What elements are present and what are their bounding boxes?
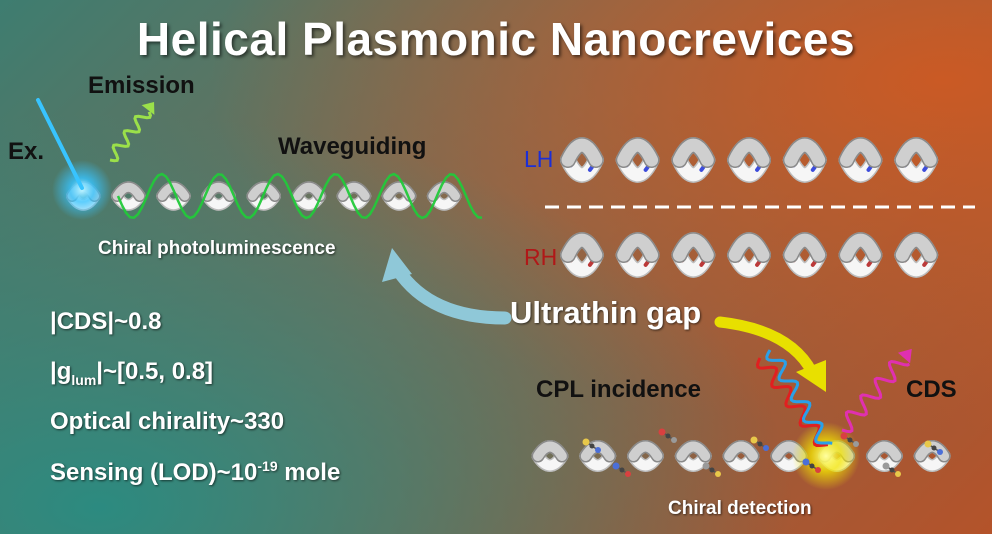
molecule-atom — [802, 458, 810, 466]
ultrathin-gap-arrow — [391, 263, 512, 325]
pl-strand — [157, 182, 190, 201]
molecule-atom — [931, 445, 937, 451]
molecule-atom — [750, 436, 758, 444]
lh-strand — [840, 138, 881, 167]
chiral-detection-label: Chiral detection — [668, 498, 812, 519]
ultrathin-gap-label: Ultrathin gap — [510, 295, 702, 330]
cds-arrowhead — [897, 348, 912, 364]
emission-label: Emission — [88, 72, 195, 99]
lh-strand — [895, 138, 937, 167]
det-strand — [676, 441, 711, 461]
det-strand — [580, 441, 615, 461]
det-strand — [628, 441, 663, 461]
lh-label: LH — [524, 146, 554, 172]
detection-arrow — [714, 316, 818, 378]
cpl-red-wave — [755, 357, 829, 448]
stat-sensing: Sensing (LOD)~10-19 mole — [50, 458, 341, 486]
molecule-atom — [847, 437, 853, 443]
molecule-atom — [889, 467, 895, 473]
molecule-atom — [582, 438, 590, 446]
lh-strand — [784, 138, 826, 167]
det-strand — [724, 441, 758, 461]
molecule-atom — [589, 443, 595, 449]
excitation-label: Ex. — [8, 138, 45, 165]
waveguide-helix — [66, 172, 483, 220]
molecule-atom — [937, 449, 943, 455]
molecule-atom — [757, 441, 763, 447]
stat-glum: |glum|~[0.5, 0.8] — [50, 358, 214, 388]
pl-strand — [428, 182, 460, 201]
rh-label: RH — [524, 244, 558, 270]
pl-strand — [247, 182, 280, 201]
molecule-atom — [658, 428, 666, 436]
rh-strand — [728, 233, 770, 262]
pl-strand — [338, 182, 370, 201]
molecule-atom — [853, 441, 859, 447]
molecule-atom — [625, 471, 631, 477]
molecule-atom — [924, 440, 932, 448]
det-strand — [533, 441, 567, 461]
ultrathin-gap-arrowhead — [382, 248, 412, 282]
molecule-atom — [665, 433, 671, 439]
pl-strand — [202, 182, 235, 201]
lh-strand — [561, 138, 603, 167]
waveguiding-label: Waveguiding — [278, 133, 427, 160]
molecule-atom — [671, 437, 677, 443]
chiral-molecules — [582, 428, 943, 477]
lh-strand — [728, 138, 770, 167]
lh-strand — [672, 138, 714, 167]
molecule-atom — [715, 471, 721, 477]
molecule-atom — [840, 432, 848, 440]
pl-strand — [383, 182, 415, 201]
molecule-atom — [709, 467, 715, 473]
stat-optical-chirality: Optical chirality~330 — [50, 408, 285, 435]
rh-strand — [617, 233, 659, 262]
excitation-beam — [36, 98, 84, 190]
pl-strand — [293, 182, 325, 201]
rh-strand — [840, 233, 881, 262]
rh-helix — [560, 232, 939, 278]
cds-label: CDS — [906, 376, 957, 403]
figure-title: Helical Plasmonic Nanocrevices — [136, 13, 856, 65]
rh-strand — [561, 233, 603, 262]
emission-arrowhead — [141, 102, 155, 115]
detection-helix — [531, 422, 951, 490]
pl-strand — [112, 182, 145, 201]
molecule-atom — [612, 462, 620, 470]
detection-arrowhead — [796, 360, 826, 392]
rh-strand — [895, 233, 937, 262]
molecule-atom — [619, 467, 625, 473]
molecule-atom — [895, 471, 901, 477]
molecule-atom — [882, 462, 890, 470]
cds-wave — [841, 360, 911, 434]
cpl-blue-wave — [765, 349, 833, 445]
molecule-atom — [815, 467, 821, 473]
stat-cds: |CDS|~0.8 — [50, 308, 162, 335]
chiral-pl-label: Chiral photoluminescence — [98, 238, 336, 259]
rh-strand — [784, 233, 826, 262]
det-strand — [867, 441, 902, 461]
lh-strand — [617, 138, 659, 167]
cpl-incidence-label: CPL incidence — [536, 376, 701, 403]
waveguide-wave — [116, 172, 483, 220]
molecule-atom — [763, 445, 769, 451]
rh-strand — [672, 233, 714, 262]
emission-wave — [109, 111, 153, 163]
molecule-atom — [809, 463, 815, 469]
molecule-atom — [702, 462, 710, 470]
lh-helix — [560, 137, 939, 183]
molecule-atom — [595, 447, 601, 453]
